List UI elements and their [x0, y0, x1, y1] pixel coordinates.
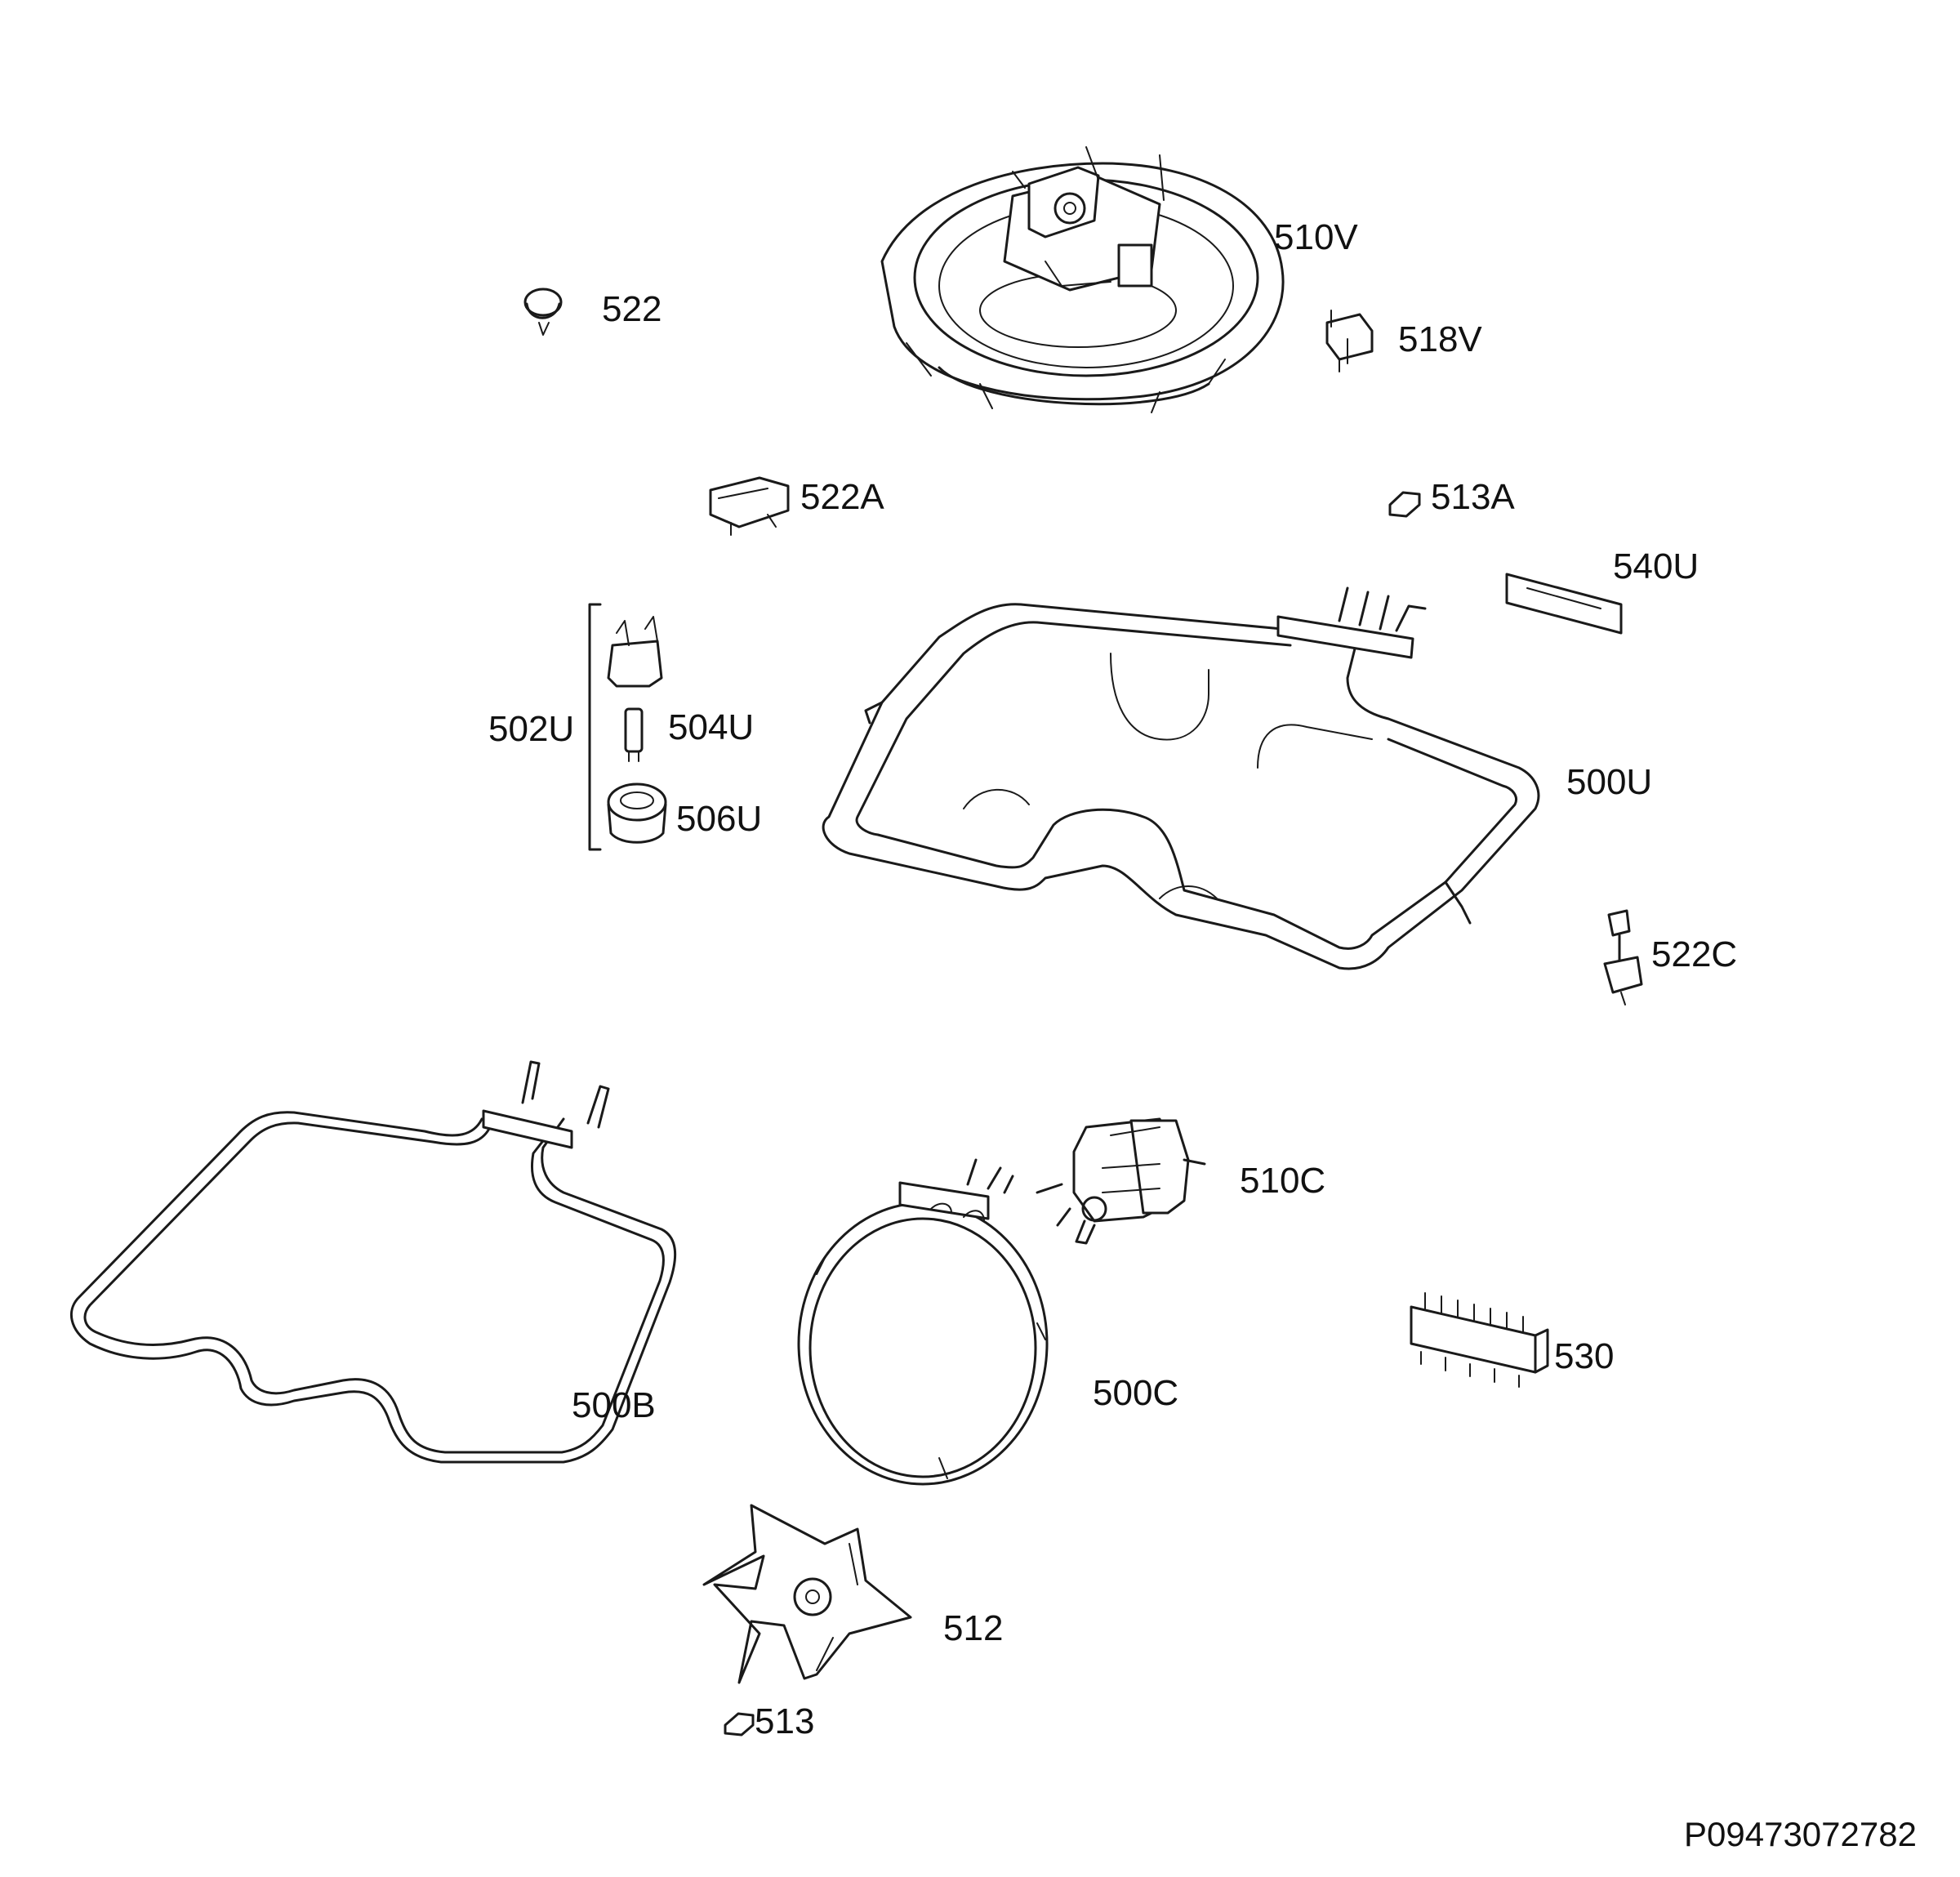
part-label-510V: 510V — [1274, 217, 1358, 257]
part-label-540U: 540U — [1613, 546, 1699, 586]
fan-cover-assembly-510V — [880, 146, 1285, 413]
clip-522 — [523, 288, 563, 336]
part-label-522: 522 — [602, 289, 662, 329]
gasket-540U — [1505, 573, 1623, 635]
bottom-element-500B — [70, 1060, 677, 1464]
part-label-522A: 522A — [800, 477, 884, 517]
part-label-530: 530 — [1554, 1336, 1614, 1376]
nut-513A — [1388, 491, 1421, 518]
part-label-500U: 500U — [1566, 762, 1652, 802]
terminal-block-530 — [1410, 1292, 1549, 1388]
part-label-512: 512 — [943, 1608, 1003, 1648]
part-label-502U: 502U — [488, 709, 574, 749]
part-label-500C: 500C — [1093, 1373, 1178, 1413]
circular-element-500C — [797, 1158, 1049, 1486]
part-label-506U: 506U — [676, 799, 762, 839]
lamp-bulb-504U — [624, 707, 644, 762]
diagram-code: P09473072782 — [1684, 1815, 1917, 1853]
part-label-510C: 510C — [1240, 1161, 1325, 1201]
sensor-522C — [1603, 909, 1643, 1005]
lamp-cover-506U — [607, 782, 667, 844]
lamp-holder-502U — [607, 616, 663, 688]
fan-motor-510C — [1036, 1117, 1206, 1245]
grill-element-500U — [822, 586, 1540, 970]
lamp-group-bracket — [588, 603, 602, 851]
part-label-513A: 513A — [1431, 477, 1515, 517]
bracket-518V — [1325, 310, 1374, 372]
part-label-500B: 500B — [572, 1385, 656, 1425]
fan-blade-512 — [702, 1504, 912, 1684]
part-label-522C: 522C — [1651, 934, 1737, 974]
part-label-518V: 518V — [1398, 319, 1482, 359]
terminal-plate-522A — [709, 476, 790, 536]
nut-513 — [724, 1712, 755, 1737]
part-label-513: 513 — [755, 1701, 814, 1741]
part-label-504U: 504U — [668, 707, 754, 747]
